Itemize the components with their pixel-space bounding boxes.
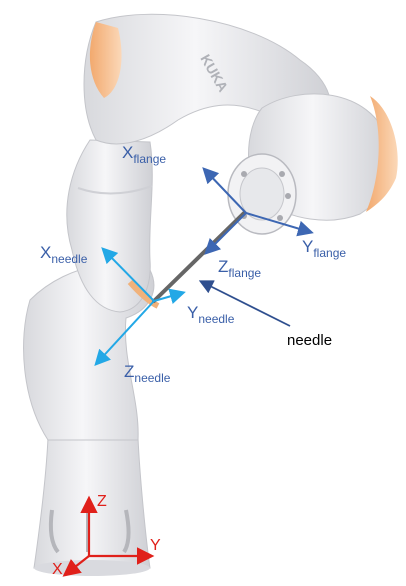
- needle-y-main: Y: [187, 303, 198, 322]
- needle-label: needle: [287, 332, 332, 349]
- robot-base: [34, 438, 150, 568]
- needle-z-main: Z: [124, 362, 134, 381]
- flange-z-axis: [207, 213, 246, 252]
- flange-y-sub: flange: [313, 246, 346, 260]
- flange-bolt: [285, 193, 291, 199]
- flange-y-main: Y: [302, 237, 313, 256]
- needle-y-label: Yneedle: [187, 303, 235, 326]
- flange-z-sub: flange: [228, 266, 261, 280]
- flange-bolt: [241, 171, 247, 177]
- flange-z-main: Z: [218, 257, 228, 276]
- needle-x-sub: needle: [51, 252, 87, 266]
- needle-z-sub: needle: [134, 371, 170, 385]
- base-z-label: Z: [97, 493, 107, 510]
- flange-z-label: Zflange: [218, 257, 261, 280]
- flange-bolt: [279, 171, 285, 177]
- base-x-label: X: [52, 561, 63, 578]
- needle-shaft: [154, 213, 244, 301]
- flange-x-main: X: [122, 143, 133, 162]
- needle-x-main: X: [40, 243, 51, 262]
- robot-arm: KUKA: [24, 14, 398, 576]
- needle-y-sub: needle: [198, 312, 234, 326]
- flange-x-sub: flange: [133, 152, 166, 166]
- base-y-label: Y: [150, 537, 161, 554]
- flange-y-label: Yflange: [302, 237, 346, 260]
- flange-bolt: [277, 215, 283, 221]
